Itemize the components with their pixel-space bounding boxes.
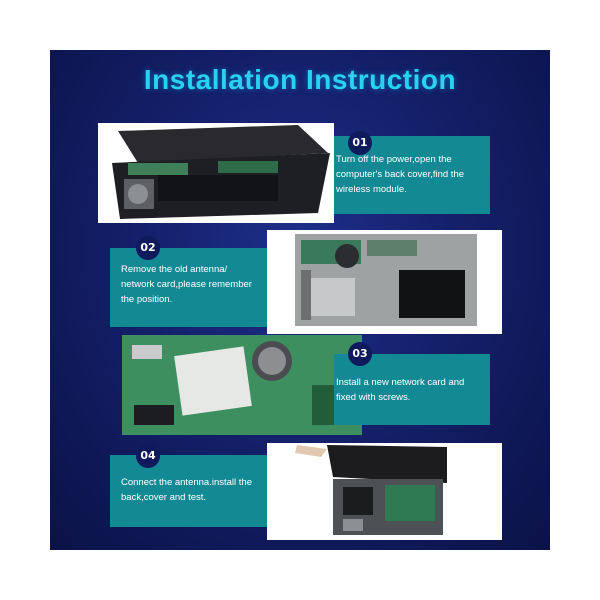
instruction-poster: Installation Instruction Turn off the po… — [50, 50, 550, 550]
laptop-internals-illustration — [267, 230, 502, 334]
step-03-text: Install a new network card and fixed wit… — [336, 377, 465, 403]
step-02-text: Remove the old antenna/ network card,ple… — [121, 264, 252, 305]
step-02-card: Remove the old antenna/ network card,ple… — [110, 248, 267, 327]
step-03-badge: 03 — [348, 342, 372, 366]
step-04-text: Connect the antenna.install the back,cov… — [121, 477, 252, 503]
step-04-card: Connect the antenna.install the back,cov… — [110, 455, 267, 527]
step-03-photo — [122, 335, 362, 435]
step-01-photo — [98, 123, 334, 223]
step-04-badge: 04 — [136, 444, 160, 468]
step-01-text: Turn off the power,open the computer's b… — [336, 154, 465, 195]
step-04-photo — [267, 443, 502, 540]
step-01-card: Turn off the power,open the computer's b… — [334, 136, 490, 214]
step-02-photo — [267, 230, 502, 334]
laptop-open-illustration — [98, 123, 334, 223]
page-title: Installation Instruction — [143, 64, 457, 95]
laptop-closing-illustration — [267, 443, 502, 540]
network-card-closeup-illustration — [122, 335, 362, 435]
step-02-badge: 02 — [136, 236, 160, 260]
step-01-badge: 01 — [348, 131, 372, 155]
